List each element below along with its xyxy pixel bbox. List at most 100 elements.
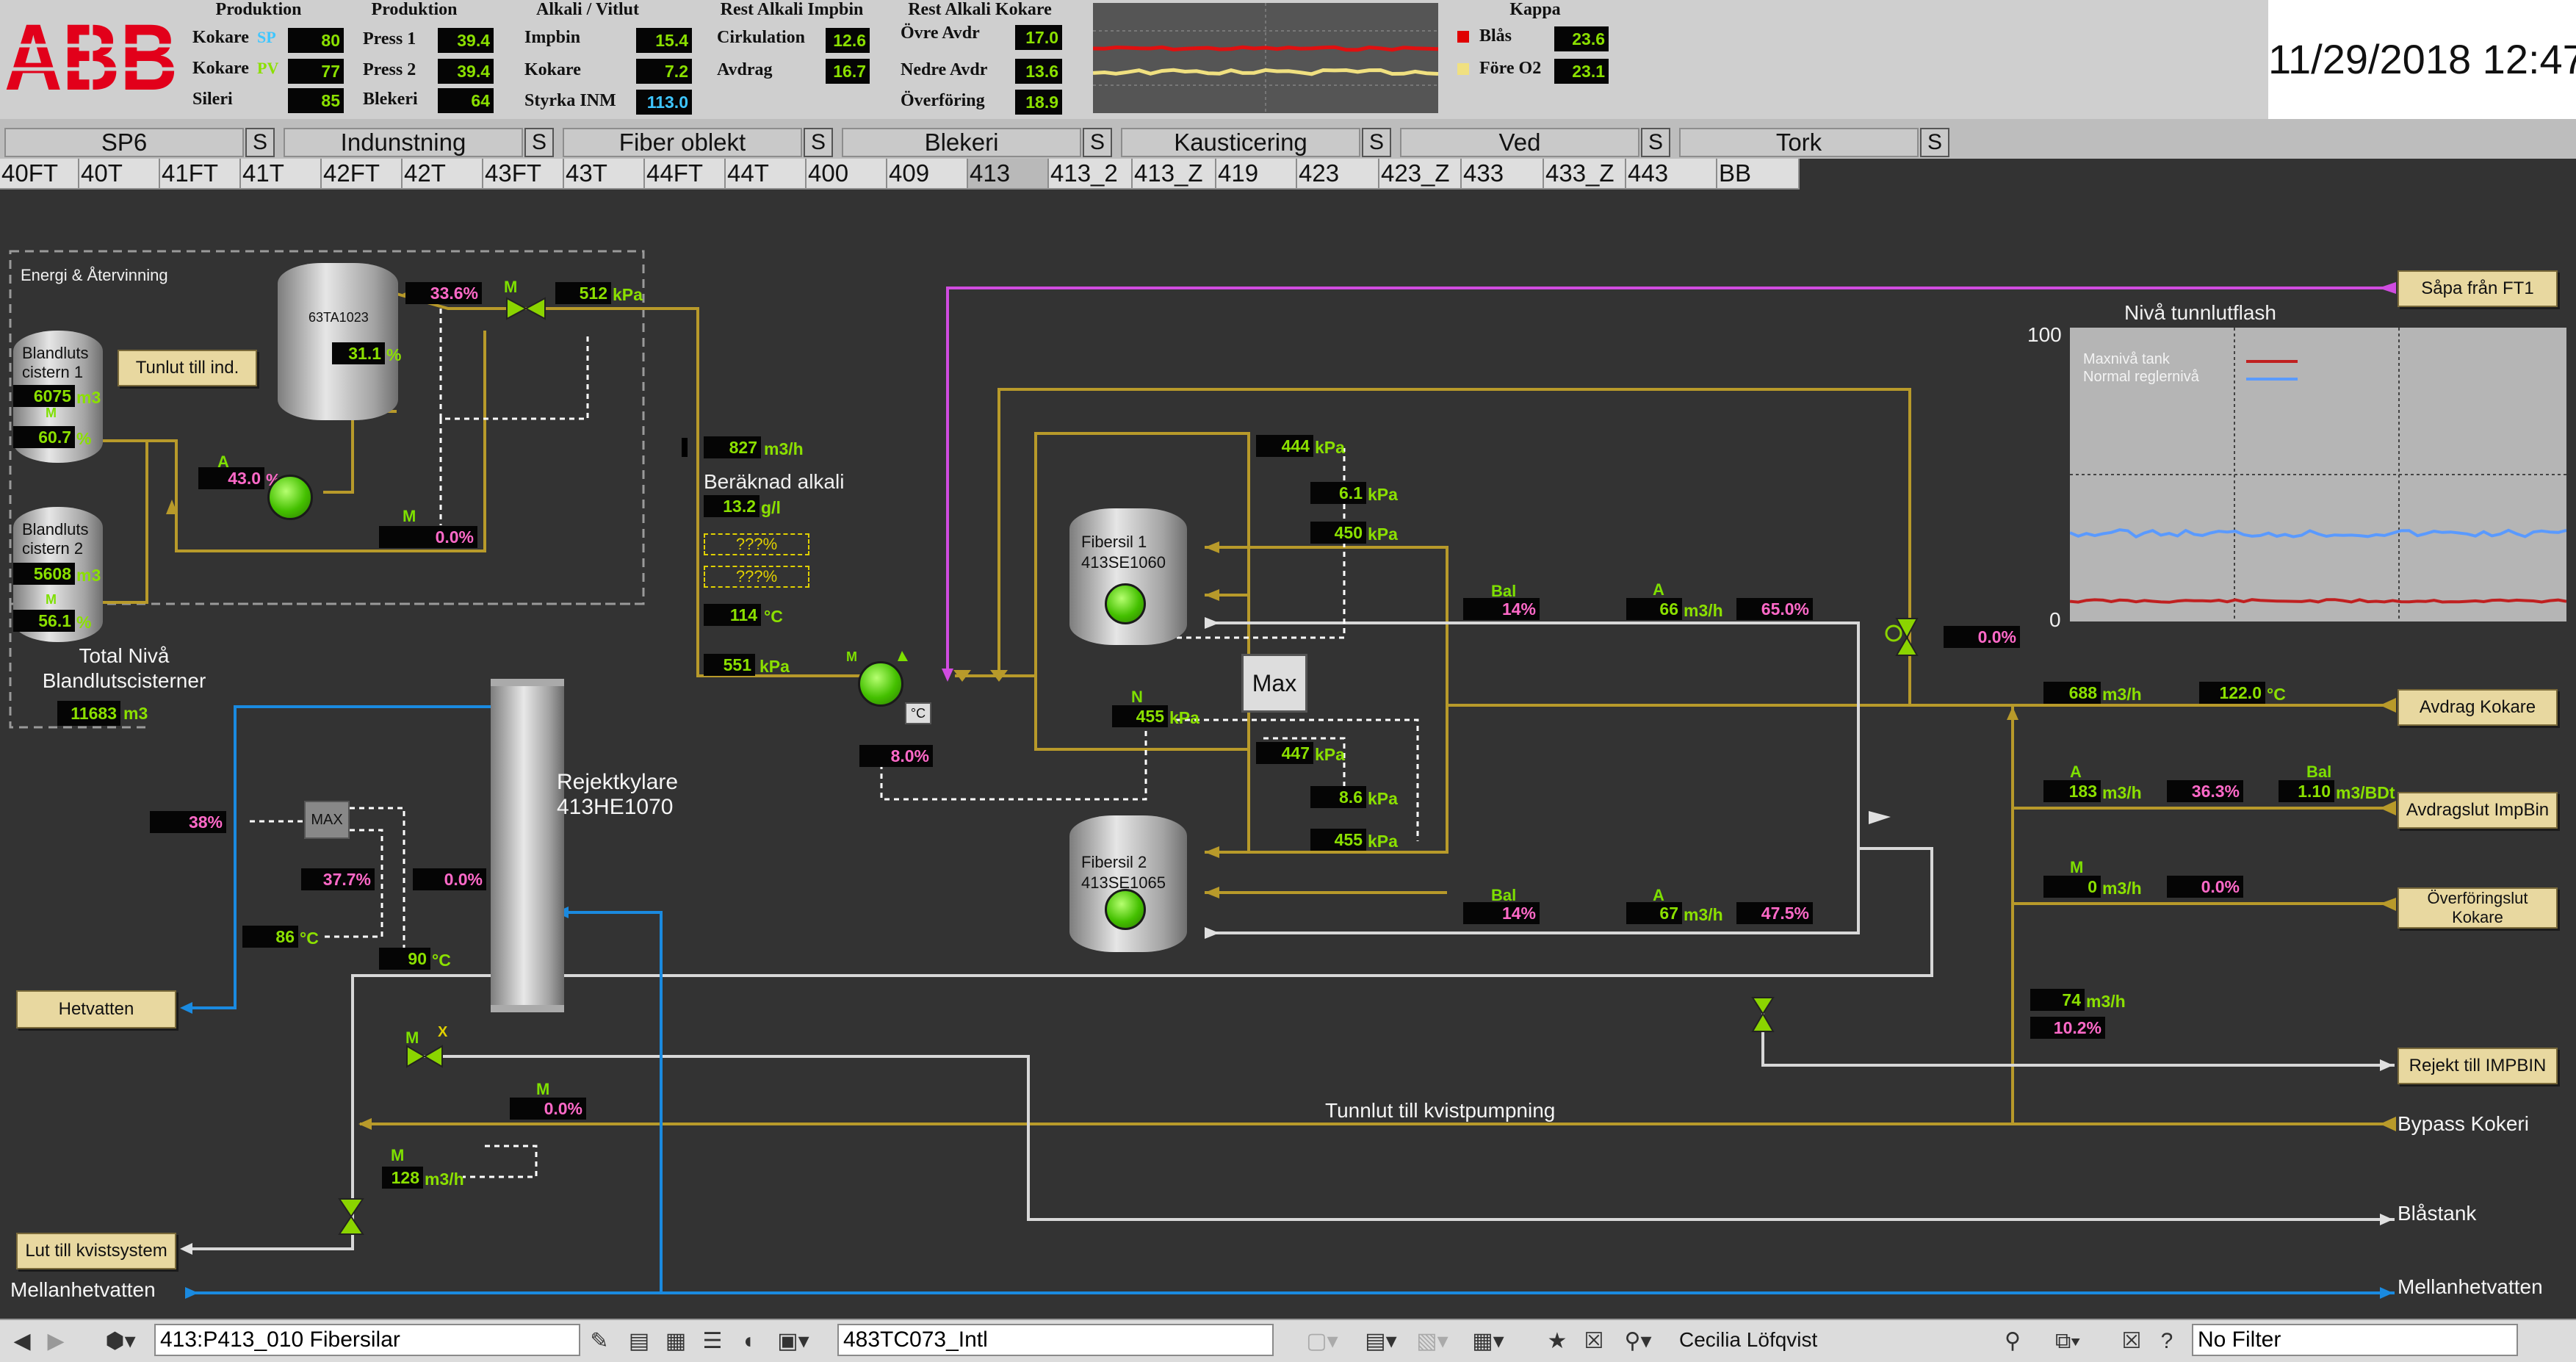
rest-impbin-title: Rest Alkali Impbin [720,0,864,19]
tool4-icon[interactable]: ▦▾ [1472,1329,1504,1353]
avdragslut-impbin-button[interactable]: Avdragslut ImpBin [2398,792,2558,829]
main-feed-pump[interactable] [858,661,903,707]
tab-413-2[interactable]: 413_2 [1049,159,1133,190]
nav-indunstning-s[interactable]: S [524,128,554,157]
nav-blekeri-s[interactable]: S [1083,128,1112,157]
tunnlut-till-ind-button[interactable]: Tunlut till ind. [118,350,257,386]
star-icon[interactable]: ★ [1547,1329,1567,1353]
pct-36-3: 36.3% [2167,780,2243,802]
clear-filter-icon[interactable]: ☒ [2121,1329,2142,1353]
nav-kausticering-s[interactable]: S [1362,128,1391,157]
fibersil-2-indicator[interactable] [1105,889,1146,930]
tab-423[interactable]: 423 [1297,159,1379,190]
blandlut-pump[interactable] [267,475,313,520]
avdrag-kokare-button[interactable]: Avdrag Kokare [2398,689,2558,726]
kappa-value-0: 23.6 [1554,26,1609,51]
report-icon[interactable]: ▦ [665,1329,687,1353]
tab-413[interactable]: 413 [968,159,1049,190]
tab-409[interactable]: 409 [887,159,968,190]
print-icon[interactable]: ▤ [628,1329,650,1353]
display-icon[interactable]: ⬢▾ [105,1329,136,1353]
rejekt-till-impbin-button[interactable]: Rejekt till IMPBIN [2398,1048,2558,1084]
prod1-tag-sp: SP [257,28,276,46]
a-label-2: A [1653,886,1664,904]
search-icon[interactable]: ⚲ [2005,1329,2021,1353]
tab-41t[interactable]: 41T [241,159,322,190]
tank-top-pct: 33.6% [405,282,482,304]
tab-40t[interactable]: 40T [79,159,160,190]
fibersil-1-tank[interactable] [1069,508,1187,645]
bal-unit: m3/BDt [2336,783,2395,802]
display-select[interactable]: 413:P413_010 Fibersilar [154,1324,580,1356]
max-select-small[interactable]: MAX [304,801,350,839]
pump-a-label: A [217,453,229,471]
nav-tork[interactable]: Tork [1679,128,1919,157]
pressure-455b-unit: kPa [1368,832,1398,851]
max-selector-box[interactable]: Max [1241,654,1307,713]
total-volume-unit: m3 [123,704,148,723]
tab-433-z[interactable]: 433_Z [1544,159,1626,190]
nav-sp6-s[interactable]: S [245,128,275,157]
temp-controller-box[interactable]: °C [905,702,931,724]
overforingslut-kokare-button[interactable]: Överföringslut Kokare [2398,887,2558,929]
bl1-m: M [46,406,57,420]
nav-fiber-oblekt-s[interactable]: S [804,128,833,157]
back-icon[interactable]: ◀ [13,1329,31,1353]
nav-blekeri[interactable]: Blekeri [842,128,1081,157]
nav-tork-s[interactable]: S [1920,128,1949,157]
tool1-icon[interactable]: ▢▾ [1306,1329,1338,1353]
list-icon[interactable]: ☰ [702,1329,723,1353]
sound-icon[interactable]: ◖ [740,1329,755,1353]
kappa-trend-mini[interactable] [1092,3,1439,113]
tab-443[interactable]: 443 [1626,159,1717,190]
tab-423-z[interactable]: 423_Z [1379,159,1462,190]
flow-128-unit: m3/h [425,1170,464,1189]
filter-dropdown-icon[interactable]: ⧉▾ [2054,1329,2081,1353]
help-icon[interactable]: ? [2160,1329,2173,1353]
cancel-icon[interactable]: ☒ [1584,1329,1604,1353]
nav-ved-s[interactable]: S [1641,128,1670,157]
filter-select[interactable]: No Filter [2192,1324,2518,1356]
user-icon[interactable]: ⚲▾ [1624,1329,1652,1353]
tab-42t[interactable]: 42T [403,159,483,190]
rejektkylare-exchanger[interactable] [491,679,564,1012]
trend-plot[interactable]: Maxnivå tank Normal reglernivå [2069,328,2567,621]
nav-ved[interactable]: Ved [1400,128,1639,157]
bal-value: 1.10 [2279,780,2334,802]
tab-43t[interactable]: 43T [564,159,645,190]
tab-419[interactable]: 419 [1216,159,1297,190]
tab-413-z[interactable]: 413_Z [1133,159,1216,190]
legend-normal-swatch [2246,378,2298,381]
i-marker [682,438,688,457]
nav-indunstning[interactable]: Indunstning [284,128,523,157]
tool3-icon[interactable]: ▧▾ [1416,1329,1448,1353]
tool2-icon[interactable]: ▤▾ [1365,1329,1397,1353]
tab-bb[interactable]: BB [1717,159,1800,190]
hetvatten-button[interactable]: Hetvatten [16,990,176,1028]
pressure-455: 455 [1112,705,1168,727]
tank-63ta1023[interactable] [278,263,398,420]
tab-41ft[interactable]: 41FT [160,159,241,190]
pump-m-label: M [846,649,857,664]
prod1-value-2: 85 [288,88,344,113]
tag-select[interactable]: 483TC073_Intl [837,1324,1274,1356]
forward-icon[interactable]: ▶ [47,1329,65,1353]
lut-till-kvistsystem-button[interactable]: Lut till kvistsystem [16,1233,176,1269]
tab-44t[interactable]: 44T [726,159,807,190]
tab-433[interactable]: 433 [1462,159,1544,190]
nav-kausticering[interactable]: Kausticering [1121,128,1360,157]
nav-fiber-oblekt[interactable]: Fiber oblekt [563,128,802,157]
pressure-444: 444 [1256,435,1313,457]
fibersil-1-indicator[interactable] [1105,583,1146,624]
object-icon[interactable]: ▣▾ [777,1329,809,1353]
tab-42ft[interactable]: 42FT [322,159,403,190]
tab-400[interactable]: 400 [807,159,887,190]
nav-sp6[interactable]: SP6 [4,128,244,157]
tab-40ft[interactable]: 40FT [0,159,79,190]
tab-44ft[interactable]: 44FT [645,159,726,190]
sapa-fran-ft1-button[interactable]: Såpa från FT1 [2398,270,2558,307]
tab-43ft[interactable]: 43FT [483,159,564,190]
pct-0-0-a: 0.0% [413,868,486,890]
m-pct: 0.0% [379,526,477,548]
pin-icon[interactable]: ✎ [590,1329,609,1353]
